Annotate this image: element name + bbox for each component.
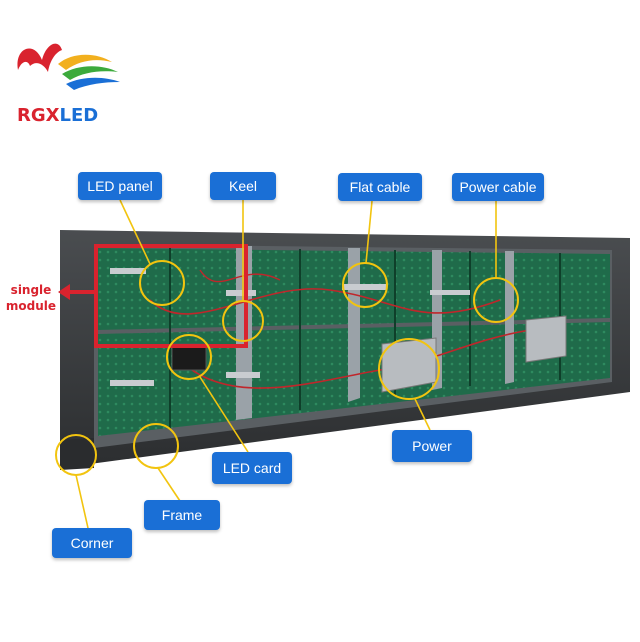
single-module-arrowhead — [58, 284, 70, 300]
flat-cable-strip — [110, 268, 146, 274]
leader-led-card — [199, 376, 249, 453]
callout-keel-text: Keel — [228, 178, 258, 194]
rgxled-logo — [17, 43, 120, 90]
ring-power — [378, 338, 440, 400]
callout-led-panel-text: LED panel — [87, 178, 153, 194]
flat-cable-strip — [430, 290, 470, 295]
logo-brand-text: RGXLED — [17, 105, 98, 126]
logo-brand-part2: LED — [60, 105, 99, 126]
callout-frame-text: Frame — [161, 507, 203, 523]
logo-green-wave — [62, 66, 118, 80]
ring-led-card — [166, 334, 212, 380]
flat-cable-strip — [342, 284, 386, 290]
callout-led-card-text: LED card — [222, 460, 282, 476]
single-module-label: single module — [4, 282, 58, 314]
cabinet-corner — [60, 438, 94, 470]
led-cabinet — [60, 230, 630, 470]
power-cable-wire — [199, 269, 281, 283]
callout-flat-cable: Flat cable — [338, 173, 422, 201]
leader-led-panel — [119, 199, 151, 265]
callout-corner: Corner — [52, 528, 132, 558]
flat-cable-strip — [226, 290, 256, 296]
led-card-board — [171, 343, 207, 371]
ring-led-panel — [139, 260, 185, 306]
logo-blue-wave — [66, 77, 120, 90]
ring-flat-cable — [342, 262, 388, 308]
keel-bar — [348, 248, 360, 402]
callout-power-cable: Power cable — [452, 173, 544, 201]
leader-flat-cable — [365, 200, 373, 264]
callout-flat-cable-text: Flat cable — [349, 179, 411, 195]
leader-corner — [75, 474, 89, 529]
logo-yellow-wave — [58, 54, 112, 70]
callout-corner-text: Corner — [70, 535, 114, 551]
power-cable-wire — [179, 329, 531, 389]
single-module-label-line2: module — [5, 299, 57, 313]
callout-power-cable-text: Power cable — [459, 179, 537, 195]
leader-lines — [75, 199, 497, 529]
power-supply-box — [525, 315, 567, 363]
callout-frame: Frame — [144, 500, 220, 530]
power-cable-wire — [149, 288, 501, 315]
callout-led-card: LED card — [212, 452, 292, 484]
callout-led-panel: LED panel — [78, 172, 162, 200]
flat-cable-strip — [226, 372, 260, 378]
logo-red-mark — [17, 43, 62, 72]
single-module-label-line1: single — [10, 283, 52, 297]
flat-cable-strip — [110, 380, 154, 386]
ring-frame — [133, 423, 179, 469]
callout-keel: Keel — [210, 172, 276, 200]
leader-power — [414, 398, 431, 431]
callout-power: Power — [392, 430, 472, 462]
callout-power-text: Power — [412, 438, 452, 454]
logo-brand-part1: RGX — [17, 105, 60, 126]
leader-frame — [157, 467, 181, 502]
